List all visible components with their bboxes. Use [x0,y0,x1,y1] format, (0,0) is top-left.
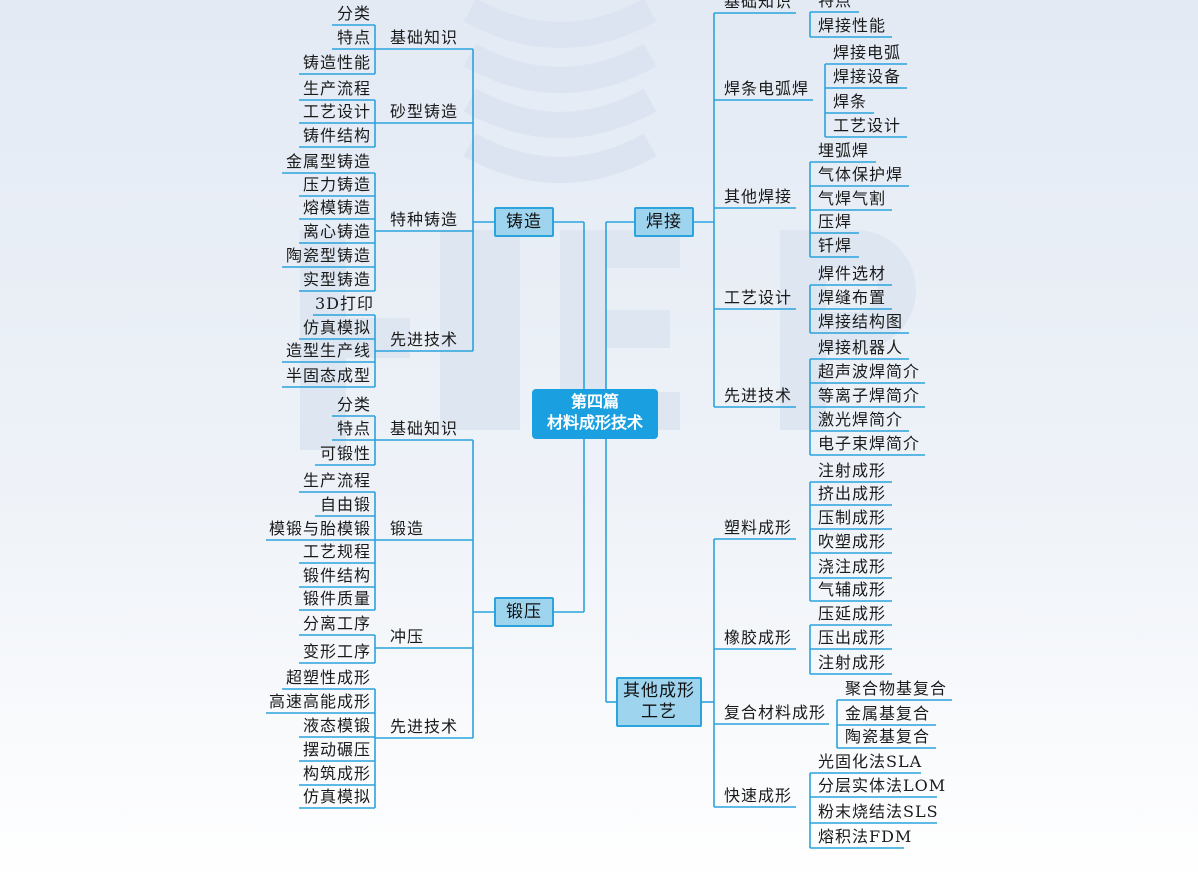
leaf-label: 锻件结构 [302,566,371,585]
leaf-label: 聚合物基复合 [845,679,948,698]
leaf-label: 压制成形 [818,508,887,527]
group-label: 冲压 [390,627,425,646]
leaf-label: 特点 [818,0,853,10]
leaf-label: 模锻与胎模锻 [268,519,371,538]
leaf-label: 分类 [336,4,371,23]
leaf-label: 高速高能成形 [268,692,371,711]
leaf-label: 仿真模拟 [302,318,371,337]
leaf-label: 变形工序 [302,642,371,661]
group-label: 橡胶成形 [724,628,793,647]
leaf-label: 电子束焊简介 [818,434,921,453]
central-topic-line1: 第四篇 [570,392,619,411]
leaf-label: 吹塑成形 [818,532,887,551]
leaf-label: 压焊 [818,212,853,231]
leaf-label: 焊缝布置 [818,288,887,307]
leaf-label: 分层实体法LOM [818,776,947,795]
leaf-label: 激光焊简介 [818,410,904,429]
branch-node: 锻压 [494,597,554,627]
leaf-label: 分类 [336,395,371,414]
leaf-label: 压延成形 [818,604,887,623]
leaf-label: 实型铸造 [302,270,371,289]
leaf-label: 铸造性能 [302,53,371,72]
leaf-label: 铸件结构 [302,126,371,145]
leaf-label: 光固化法SLA [818,752,923,771]
branch-label-label1: 其他成形 [623,681,695,701]
leaf-label: 陶瓷基复合 [845,727,931,746]
leaf-label: 熔积法FDM [818,827,913,846]
leaf-label: 可锻性 [319,444,371,463]
leaf-label: 注射成形 [818,653,887,672]
leaf-label: 等离子焊简介 [818,386,921,405]
group-label: 塑料成形 [724,518,793,537]
leaf-label: 生产流程 [302,79,371,98]
leaf-label: 注射成形 [818,461,887,480]
group-label: 锻造 [390,519,425,538]
leaf-label: 3D打印 [315,294,375,313]
group-label: 砂型铸造 [390,102,459,121]
group-label: 基础知识 [724,0,793,11]
branch-label-label2: 工艺 [641,702,677,722]
leaf-label: 焊接性能 [818,16,887,35]
leaf-label: 造型生产线 [285,341,371,360]
leaf-label: 特点 [336,419,371,438]
leaf-label: 陶瓷型铸造 [285,246,371,265]
leaf-label: 焊条 [833,92,868,111]
leaf-label: 自由锻 [319,495,371,514]
leaf-label: 超声波焊简介 [818,362,921,381]
leaf-label: 金属基复合 [845,704,931,723]
leaf-label: 锻件质量 [302,589,371,608]
leaf-label: 钎焊 [818,236,853,255]
leaf-label: 分离工序 [302,614,371,633]
branch-node: 铸造 [494,207,554,237]
leaf-label: 液态模锻 [302,716,371,735]
leaf-label: 压出成形 [818,628,887,647]
leaf-label: 焊接结构图 [818,312,904,331]
leaf-label: 焊接电弧 [833,43,902,62]
leaf-label: 金属型铸造 [285,152,371,171]
central-topic-line2: 材料成形技术 [546,413,643,432]
leaf-label: 焊件选材 [818,264,887,283]
branch-label: 锻压 [506,602,542,622]
leaf-label: 气焊气割 [818,189,887,208]
group-label: 其他焊接 [724,187,793,206]
leaf-label: 工艺规程 [302,542,371,561]
leaf-label: 气体保护焊 [818,165,904,184]
leaf-label: 特点 [336,28,371,47]
leaf-label: 熔模铸造 [302,198,371,217]
group-label: 先进技术 [390,717,459,736]
leaf-label: 摆动碾压 [302,740,371,759]
branch-node: 焊接 [634,207,694,237]
group-label: 工艺设计 [724,288,793,307]
group-label: 先进技术 [390,330,459,349]
leaf-label: 半固态成型 [285,366,371,385]
leaf-label: 构筑成形 [302,764,371,783]
leaf-label: 挤出成形 [818,484,887,503]
leaf-label: 焊接机器人 [818,338,904,357]
leaf-label: 工艺设计 [302,102,371,121]
group-label: 焊条电弧焊 [724,79,810,98]
branch-label: 铸造 [506,212,542,232]
group-label: 复合材料成形 [724,703,827,722]
leaf-label: 生产流程 [302,471,371,490]
group-label: 先进技术 [724,386,793,405]
group-label: 基础知识 [390,28,459,47]
group-label: 快速成形 [724,786,793,805]
leaf-label: 工艺设计 [833,116,902,135]
leaf-label: 粉末烧结法SLS [818,802,939,821]
leaf-label: 超塑性成形 [285,668,371,687]
leaf-label: 压力铸造 [302,175,371,194]
leaf-label: 埋弧焊 [818,141,870,160]
branch-label: 焊接 [646,212,682,232]
leaf-label: 焊接设备 [833,67,902,86]
branch-node: 其他成形工艺 [616,677,702,727]
leaf-label: 离心铸造 [302,222,371,241]
leaf-label: 气辅成形 [818,580,887,599]
group-label: 基础知识 [390,419,459,438]
leaf-label: 仿真模拟 [302,787,371,806]
central-topic: 第四篇 材料成形技术 [532,389,658,439]
group-label: 特种铸造 [390,210,459,229]
leaf-label: 浇注成形 [818,557,887,576]
